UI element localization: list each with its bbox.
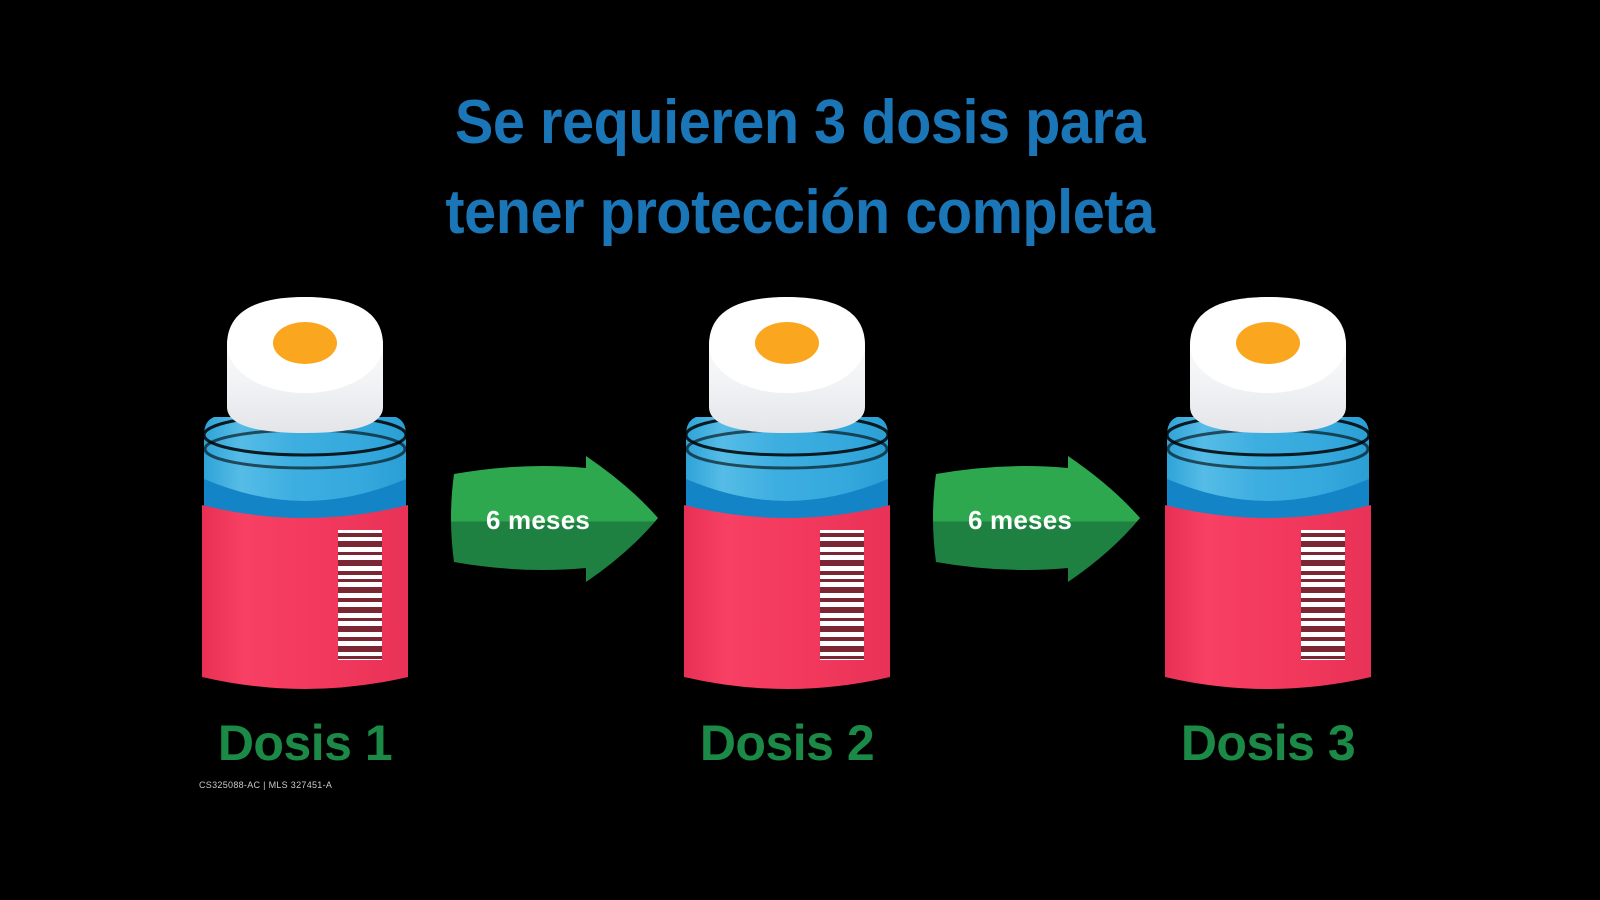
vial-dose-2 [662,283,912,703]
vial-cap-icon [1190,297,1346,433]
vaccine-vial-icon [684,297,890,689]
vial-cap-icon [709,297,865,433]
vial-dose-1 [180,283,430,703]
vial-row [0,283,1600,703]
dose-caption-2: Dosis 2 [699,715,875,771]
arrow-right-icon [933,456,1140,582]
publication-code: CS325088-AC | MLS 327451-A [199,780,333,790]
vaccine-vial-icon [202,297,408,689]
vaccine-vial-icon [1165,297,1371,689]
barcode-icon [1301,530,1345,660]
barcode-icon [820,530,864,660]
dose-caption-1: Dosis 1 [217,715,393,771]
interval-arrow-2: 6 meses [912,440,1162,600]
vial-cap-center [273,322,337,364]
vial-dose-3 [1143,283,1393,703]
vial-cap-center [1236,322,1300,364]
interval-arrow-1: 6 meses [430,440,680,600]
vial-cap-icon [227,297,383,433]
dose-caption-3: Dosis 3 [1180,715,1356,771]
page-title: Se requieren 3 dosis para tener protecci… [445,88,1155,247]
arrow-right-icon [451,456,658,582]
barcode-icon [338,530,382,660]
vial-cap-center [755,322,819,364]
